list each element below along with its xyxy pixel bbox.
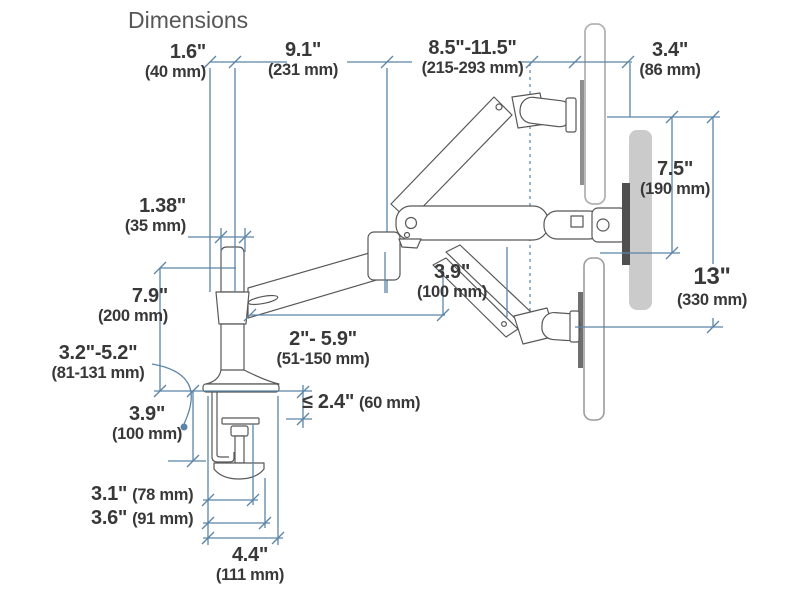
pole-lower	[220, 323, 245, 373]
dim-value-inches: 7.9"	[131, 285, 168, 307]
dim-label-arm-span: 9.1" (231 mm)	[251, 39, 355, 80]
dim-value-mm: (100 mm)	[416, 283, 488, 302]
dim-label-clamp-pad: 3.6"(91 mm)	[91, 507, 194, 529]
elbow-joint	[404, 216, 418, 230]
monitor-top-position	[584, 23, 606, 205]
dim-value-inches: 1.6"	[169, 41, 206, 63]
clamp-bracket	[211, 392, 235, 463]
base-flare	[205, 369, 280, 385]
top-mount-bracket	[565, 97, 577, 133]
dim-value-mm: (91 mm)	[132, 510, 194, 528]
dim-value-mm: (60 mm)	[359, 394, 421, 412]
dim-label-desk-thickness: ≤ 2.4"(60 mm)	[302, 391, 421, 413]
base-plinth	[202, 383, 280, 393]
dim-value-mm: (215-293 mm)	[421, 59, 524, 78]
dim-value-inches: 3.2"-5.2"	[58, 342, 138, 364]
pole-collar	[215, 291, 250, 325]
dim-value-inches: 3.9"	[433, 261, 471, 283]
dim-label-pole-height: 7.9" (200 mm)	[64, 285, 168, 326]
dim-value-inches: 3.6"	[91, 507, 128, 529]
dim-label-riser-offset: 3.9" (100 mm)	[402, 261, 502, 302]
dim-value-mm: (200 mm)	[97, 307, 168, 326]
dim-value-inches: 4.4"	[231, 544, 269, 566]
dim-label-clamp-height: 3.2"-5.2" (81-131 mm)	[38, 342, 158, 383]
dim-label-clamp-plate: 3.1"(78 mm)	[91, 483, 194, 505]
dim-value-mm: (81-131 mm)	[51, 364, 145, 383]
dim-value-mm: (78 mm)	[132, 486, 194, 504]
dim-value-inches: 1.38"	[139, 195, 186, 217]
top-vesa-strip	[580, 80, 584, 185]
dim-value-inches: 3.1"	[91, 483, 128, 505]
dimension-lines	[151, 55, 723, 545]
dim-value-inches: 2"- 5.9"	[289, 328, 357, 350]
monitor-silhouette-mid	[629, 130, 652, 310]
dim-value-inches: 9.1"	[284, 39, 322, 61]
arm-tab	[398, 238, 422, 249]
dim-label-pole-diameter: 1.38" (35 mm)	[94, 195, 186, 236]
dim-value-mm: (190 mm)	[639, 180, 711, 199]
upper-arm-raised	[390, 96, 513, 222]
dim-label-lift-range: 8.5"-11.5" (215-293 mm)	[400, 37, 545, 78]
dim-value-mm: (40 mm)	[144, 63, 206, 82]
dim-value-mm: (330 mm)	[676, 290, 748, 309]
dim-value-mm: (51-150 mm)	[276, 350, 370, 369]
monitor-bottom-position	[583, 257, 605, 421]
clamp-screw-shaft	[234, 435, 245, 464]
arm-drawing	[202, 23, 652, 480]
dim-value-inches: 13"	[693, 263, 731, 290]
dim-value-mm: (100 mm)	[111, 425, 183, 444]
dim-value-inches: ≤ 2.4"	[302, 391, 355, 413]
dim-label-cap-width: 1.6" (40 mm)	[118, 41, 206, 82]
dim-label-base-width: 4.4" (111 mm)	[200, 544, 300, 585]
dim-label-under-desk: 3.9" (100 mm)	[98, 403, 196, 444]
clamp-plate	[221, 417, 260, 425]
dim-value-mm: (111 mm)	[215, 566, 285, 585]
pole-top	[220, 246, 245, 293]
dim-value-mm: (86 mm)	[639, 61, 701, 80]
upper-arm-horizontal	[395, 205, 549, 241]
dim-value-mm: (35 mm)	[124, 217, 186, 236]
dim-label-extension-range: 2"- 5.9" (51-150 mm)	[258, 328, 388, 369]
dim-value-inches: 8.5"-11.5"	[428, 37, 517, 59]
clamp-nut	[230, 425, 249, 437]
dim-label-screen-travel: 7.5" (190 mm)	[626, 158, 724, 199]
dim-label-total-travel: 13" (330 mm)	[664, 263, 760, 309]
dim-value-inches: 3.4"	[651, 39, 689, 61]
clamp-range-leader	[151, 363, 192, 425]
bottom-vesa-strip	[578, 292, 583, 368]
dim-label-mount-depth: 3.4" (86 mm)	[632, 39, 708, 80]
raised-pivot	[495, 103, 503, 111]
dim-value-inches: 7.5"	[656, 158, 694, 180]
elbow-riser	[367, 231, 401, 281]
dim-value-inches: 3.9"	[128, 403, 166, 425]
clamp-pad	[213, 462, 265, 480]
forearm-screw	[501, 321, 508, 328]
dim-value-mm: (231 mm)	[267, 61, 339, 80]
mid-mount-pivot	[596, 218, 610, 232]
mid-vesa-plate	[622, 183, 630, 265]
diagram-title: Dimensions	[128, 7, 249, 33]
clamp-range-dot	[180, 423, 188, 431]
mid-clevis-notch	[570, 215, 584, 228]
elbow-screw	[403, 231, 411, 239]
